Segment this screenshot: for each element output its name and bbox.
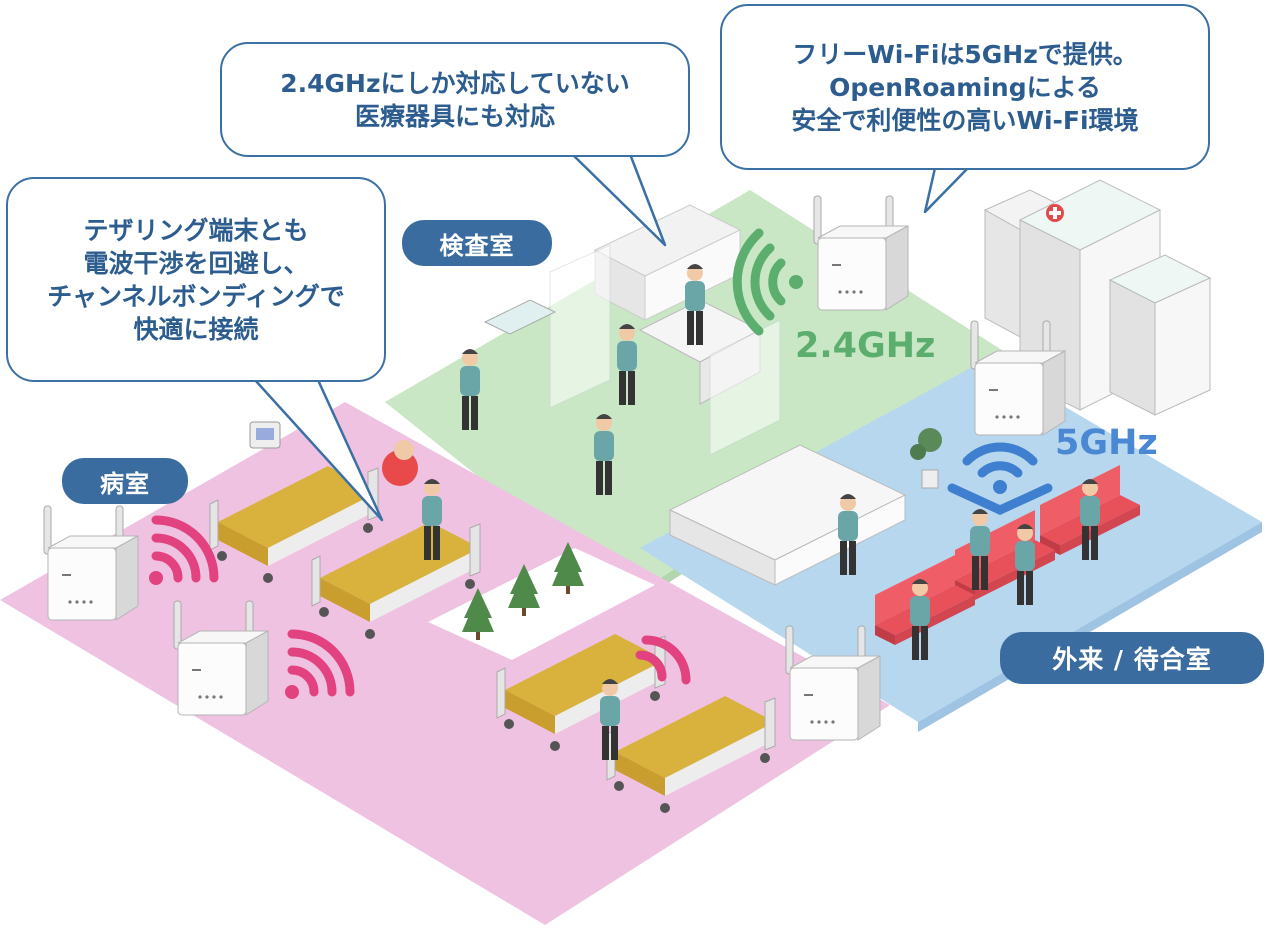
bubble-free-wifi-line-1: フリーWi-Fiは5GHzで提供。 — [792, 39, 1138, 69]
waiting-room-floor — [640, 360, 1262, 732]
wifi-signal-icon — [635, 635, 691, 685]
bubble-medical-device-line-1: 2.4GHzにしか対応していない — [280, 68, 630, 98]
wifi-signal-icon — [732, 228, 803, 336]
bubble-tethering-line-2: 電波干渉を回避し、 — [83, 248, 309, 278]
reception-desk-icon — [668, 444, 907, 586]
bubble-free-wifi-line-2: OpenRoamingによる — [829, 72, 1101, 102]
wifi-signal-icon — [947, 442, 1053, 515]
room-label-waiting: 外来 / 待合室 — [1000, 632, 1264, 684]
monitor-icon — [249, 421, 281, 449]
exam-bed-icon — [483, 299, 557, 335]
band-label-5ghz: 5GHz — [1055, 423, 1158, 463]
bubble-tail-middle — [570, 150, 667, 247]
access-point-icon — [43, 505, 139, 621]
wifi-signal-icon — [149, 515, 219, 585]
band-label-2-4ghz: 2.4GHz — [795, 326, 936, 366]
access-point-icon — [813, 195, 909, 311]
bubble-tethering-line-1: テザリング端末とも — [83, 215, 309, 245]
plant-icon — [910, 428, 942, 489]
bubble-tail-right — [923, 164, 970, 214]
bubble-free-wifi: フリーWi-Fiは5GHzで提供。 OpenRoamingによる 安全で利便性の… — [720, 4, 1210, 170]
bubble-tethering-line-4: 快適に接続 — [133, 314, 259, 344]
wifi-signal-icon — [285, 629, 355, 699]
bubble-tethering: テザリング端末とも 電波干渉を回避し、 チャンネルボンディングで 快適に接続 — [6, 177, 386, 382]
bubble-medical-device-line-2: 医療器具にも対応 — [354, 101, 555, 131]
room-label-ward: 病室 — [62, 458, 188, 504]
bubble-free-wifi-line-3: 安全で利便性の高いWi-Fi環境 — [791, 105, 1139, 135]
curtain-icon — [549, 244, 781, 456]
room-label-exam: 検査室 — [402, 220, 552, 266]
visitor-avatar-icon — [382, 440, 418, 486]
bubble-tethering-line-3: チャンネルボンディングで — [47, 281, 345, 311]
bubble-medical-device: 2.4GHzにしか対応していない 医療器具にも対応 — [220, 42, 690, 157]
